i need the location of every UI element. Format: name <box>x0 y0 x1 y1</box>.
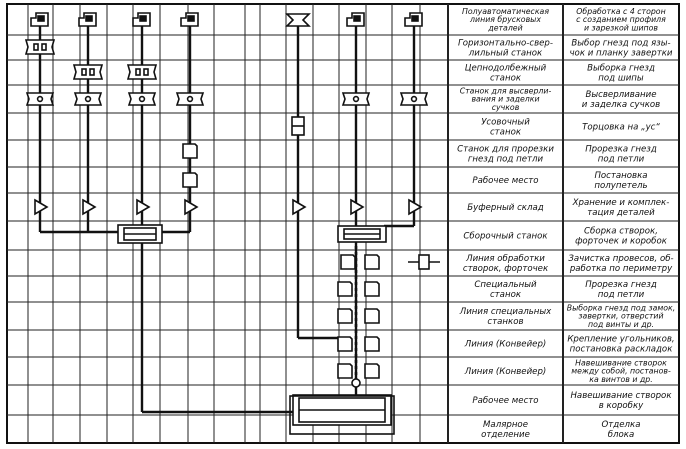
special-line-icon <box>337 308 353 324</box>
painting-booth-icon <box>289 395 395 435</box>
conveyor-icon <box>337 363 353 379</box>
machine-label: Линия (Конвейер) <box>464 367 547 377</box>
buffer-storage-icon <box>184 198 199 216</box>
assembly-machine-icon <box>117 224 163 244</box>
line-head-icon <box>285 13 311 27</box>
machine-label: Сборочный станок <box>463 232 548 242</box>
line-head-icon <box>78 12 97 27</box>
line-head-icon <box>180 12 199 27</box>
operation-label: Торцовка на „ус“ <box>582 123 660 133</box>
line-head-icon <box>132 12 151 27</box>
special-machine-icon <box>337 281 353 297</box>
buffer-storage-icon <box>408 198 423 216</box>
operation-label: Зачистка провесов, об-работка по перимет… <box>568 254 673 274</box>
mortiser-icon <box>72 64 104 80</box>
knot-drilling-icon <box>175 92 205 106</box>
buffer-storage-icon <box>292 198 307 216</box>
machine-symbols <box>24 12 440 435</box>
operation-label: Выборка гнезд под замок,завертки, отверс… <box>567 304 676 329</box>
painting-booth-icon <box>292 394 392 426</box>
machine-label: Горизонтально-свер-лильный станок <box>458 39 553 59</box>
conveyor-icon <box>364 336 380 352</box>
workplace-icon <box>182 172 198 188</box>
sash-line-icon <box>340 254 356 270</box>
hinge-slot-icon <box>182 143 198 159</box>
line-head-icon <box>30 12 49 27</box>
line-head-icon <box>346 12 365 27</box>
machine-label: Буферный склад <box>467 203 543 213</box>
knot-drilling-icon <box>127 92 157 106</box>
grid-lines <box>7 4 679 443</box>
cross-arrow-icon <box>418 254 430 270</box>
machine-label: Рабочее место <box>472 396 538 406</box>
conveyor-icon <box>364 363 380 379</box>
sash-line-icon <box>364 254 380 270</box>
flow-lines <box>38 22 416 414</box>
operation-label: Хранение и комплек-тация деталей <box>572 198 670 218</box>
buffer-storage-icon <box>82 198 97 216</box>
buffer-storage-icon <box>350 198 365 216</box>
buffer-storage-icon <box>34 198 49 216</box>
machine-label: Линия (Конвейер) <box>464 340 547 350</box>
knot-drilling-icon <box>73 92 103 106</box>
special-machine-icon <box>364 281 380 297</box>
line-head-icon <box>404 12 423 27</box>
conveyor-end-icon <box>351 378 361 388</box>
operation-label: Сборка створок,форточек и коробок <box>575 227 668 247</box>
knot-drilling-icon <box>341 92 371 106</box>
assembly-machine-icon <box>337 225 387 243</box>
buffer-storage-icon <box>136 198 151 216</box>
drilling-machine-icon <box>24 39 56 55</box>
conveyor-icon <box>337 336 353 352</box>
mortiser-icon <box>126 64 158 80</box>
machine-label: Рабочее место <box>472 176 538 186</box>
operation-label: Выбор гнезд под язы-чок и планку завертк… <box>569 39 672 59</box>
knot-drilling-icon <box>399 92 429 106</box>
knot-drilling-icon <box>25 92 55 106</box>
diagram-frame <box>6 3 680 444</box>
operation-label: Крепление угольников,постановка раскладо… <box>567 335 674 355</box>
special-line-icon <box>364 308 380 324</box>
